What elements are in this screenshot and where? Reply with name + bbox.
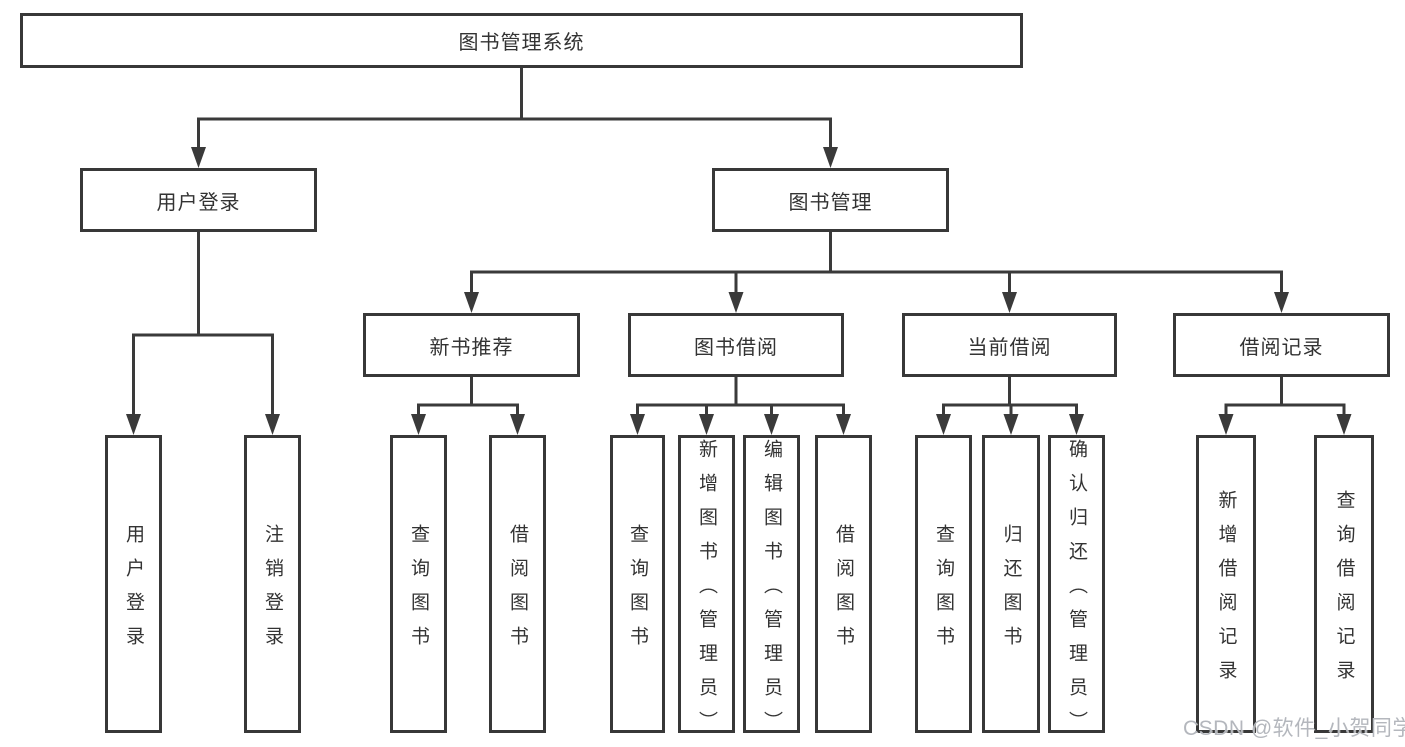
leaf-borrow-book-1-label: 借阅图书 [507, 523, 528, 660]
node-book-management-label: 图书管理 [788, 191, 873, 214]
leaf-add-book-admin: 新增图书（管理员） [678, 435, 735, 745]
leaf-query-borrow-record: 查询借阅记录 [1314, 435, 1374, 733]
leaf-confirm-return-admin: 确认归还（管理员） [1048, 435, 1105, 745]
leaf-query-borrow-record-label: 查询借阅记录 [1333, 489, 1355, 694]
leaf-query-book-2: 查询图书 [610, 435, 665, 733]
node-book-management: 图书管理 [712, 168, 949, 232]
leaf-logout-label: 注销登录 [262, 523, 283, 660]
leaf-query-book-1-label: 查询图书 [408, 523, 429, 660]
node-book-borrow: 图书借阅 [628, 313, 844, 377]
leaf-query-book-2-label: 查询图书 [627, 523, 648, 660]
leaf-edit-book-admin: 编辑图书（管理员） [743, 435, 800, 745]
leaf-edit-book-admin-label: 编辑图书（管理员） [761, 438, 782, 745]
leaf-query-book-3-label: 查询图书 [933, 523, 954, 660]
leaf-query-book-1: 查询图书 [390, 435, 447, 733]
node-user-login-label: 用户登录 [156, 191, 241, 214]
leaf-query-book-3: 查询图书 [915, 435, 972, 733]
node-current-borrow-label: 当前借阅 [967, 336, 1052, 359]
leaf-return-book-label: 归还图书 [1000, 523, 1022, 660]
node-borrow-records-label: 借阅记录 [1239, 336, 1324, 359]
node-user-login: 用户登录 [80, 168, 317, 232]
leaf-add-borrow-record-label: 新增借阅记录 [1215, 489, 1237, 694]
leaf-borrow-book-2: 借阅图书 [815, 435, 872, 733]
leaf-borrow-book-1: 借阅图书 [489, 435, 546, 733]
node-borrow-records: 借阅记录 [1173, 313, 1390, 377]
node-book-borrow-label: 图书借阅 [694, 336, 778, 359]
node-new-book-recommend: 新书推荐 [363, 313, 580, 377]
leaf-confirm-return-admin-label: 确认归还（管理员） [1066, 438, 1087, 745]
leaf-user-login-label: 用户登录 [123, 523, 144, 660]
leaf-logout: 注销登录 [244, 435, 301, 733]
node-current-borrow: 当前借阅 [902, 313, 1117, 377]
arrowhead-icons [126, 147, 1352, 435]
node-root: 图书管理系统 [20, 13, 1023, 68]
leaf-borrow-book-2-label: 借阅图书 [833, 523, 854, 660]
leaf-add-book-admin-label: 新增图书（管理员） [696, 438, 717, 745]
node-new-book-recommend-label: 新书推荐 [429, 336, 514, 359]
leaf-user-login: 用户登录 [105, 435, 162, 733]
csdn-watermark: CSDN @软件_小贺同学 [1183, 717, 1405, 740]
node-root-label: 图书管理系统 [458, 32, 585, 54]
leaf-return-book: 归还图书 [982, 435, 1040, 733]
leaf-add-borrow-record: 新增借阅记录 [1196, 435, 1256, 733]
